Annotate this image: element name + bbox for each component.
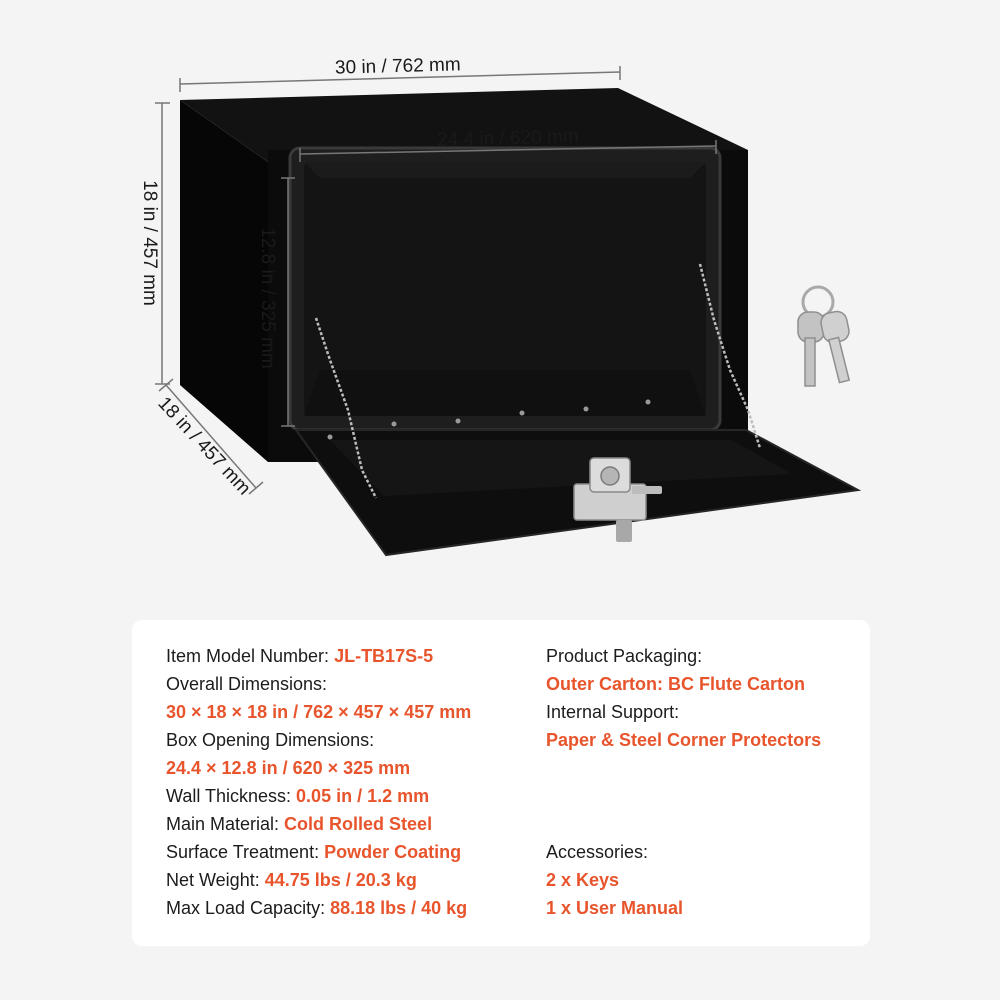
spec-model-label: Item Model Number: (166, 646, 335, 666)
box-side-face (180, 100, 268, 462)
spec-packaging-value: Outer Carton: BC Flute Carton (546, 674, 805, 694)
spec-support-label: Internal Support: (546, 702, 680, 722)
spec-material-label: Main Material: (166, 814, 285, 834)
lid-screws (327, 399, 651, 440)
spec-surface-value: Powder Coating (324, 842, 462, 862)
overall-height-label: 18 in / 457 mm (139, 180, 160, 306)
spec-overall-dim-label: Overall Dimensions: (166, 674, 328, 694)
spec-load: Max Load Capacity: 88.18 lbs / 40 kg (166, 894, 471, 922)
spec-card: Item Model Number: JL-TB17S-5 Overall Di… (132, 620, 870, 946)
overall-width-label: 30 in / 762 mm (335, 54, 461, 78)
spec-accessory-manual: 1 x User Manual (546, 898, 684, 918)
left-chain (314, 317, 378, 499)
spec-overall-dim-value: 30 × 18 × 18 in / 762 × 457 × 457 mm (166, 702, 472, 722)
spec-model-value: JL-TB17S-5 (334, 646, 434, 666)
spec-load-label: Max Load Capacity: (166, 898, 331, 918)
spec-column-left: Item Model Number: JL-TB17S-5 Overall Di… (166, 642, 471, 922)
tool-box (180, 88, 862, 557)
spec-opening-dim-label: Box Opening Dimensions: (166, 730, 375, 750)
spec-opening-dim-value: 24.4 × 12.8 in / 620 × 325 mm (166, 758, 411, 778)
lid-inner (330, 440, 792, 496)
spec-material: Main Material: Cold Rolled Steel (166, 810, 471, 838)
dimension-lines (155, 66, 717, 495)
product-illustration: 30 in / 762 mm 24.4 in / 620 mm 18 in / … (139, 54, 862, 557)
spec-support-value: Paper & Steel Corner Protectors (546, 730, 822, 750)
keys-icon (797, 285, 851, 387)
spec-packaging-label: Product Packaging: (546, 646, 703, 666)
interior-floor (304, 370, 706, 416)
spec-wall-value: 0.05 in / 1.2 mm (296, 786, 430, 806)
opening-height-label: 12.8 in / 325 mm (257, 227, 278, 369)
right-chain (698, 263, 762, 449)
spec-weight: Net Weight: 44.75 lbs / 20.3 kg (166, 866, 471, 894)
spec-accessory-keys: 2 x Keys (546, 870, 620, 890)
spec-column-right: Product Packaging: Outer Carton: BC Flut… (546, 642, 821, 922)
spec-surface: Surface Treatment: Powder Coating (166, 838, 471, 866)
spec-load-value: 88.18 lbs / 40 kg (330, 898, 468, 918)
spec-material-value: Cold Rolled Steel (284, 814, 433, 834)
spec-wall-label: Wall Thickness: (166, 786, 297, 806)
spec-weight-label: Net Weight: (166, 870, 265, 890)
box-interior (304, 162, 706, 416)
spec-wall: Wall Thickness: 0.05 in / 1.2 mm (166, 782, 471, 810)
spec-accessories-label: Accessories: (546, 842, 649, 862)
spec-model: Item Model Number: JL-TB17S-5 (166, 642, 471, 670)
opening-width-label: 24.4 in / 620 mm (437, 126, 579, 151)
box-top-face (180, 88, 748, 162)
spec-weight-value: 44.75 lbs / 20.3 kg (264, 870, 417, 890)
lid-latch (573, 457, 662, 542)
spec-spacer (546, 754, 821, 838)
interior-shade (304, 162, 706, 178)
spec-surface-label: Surface Treatment: (166, 842, 325, 862)
